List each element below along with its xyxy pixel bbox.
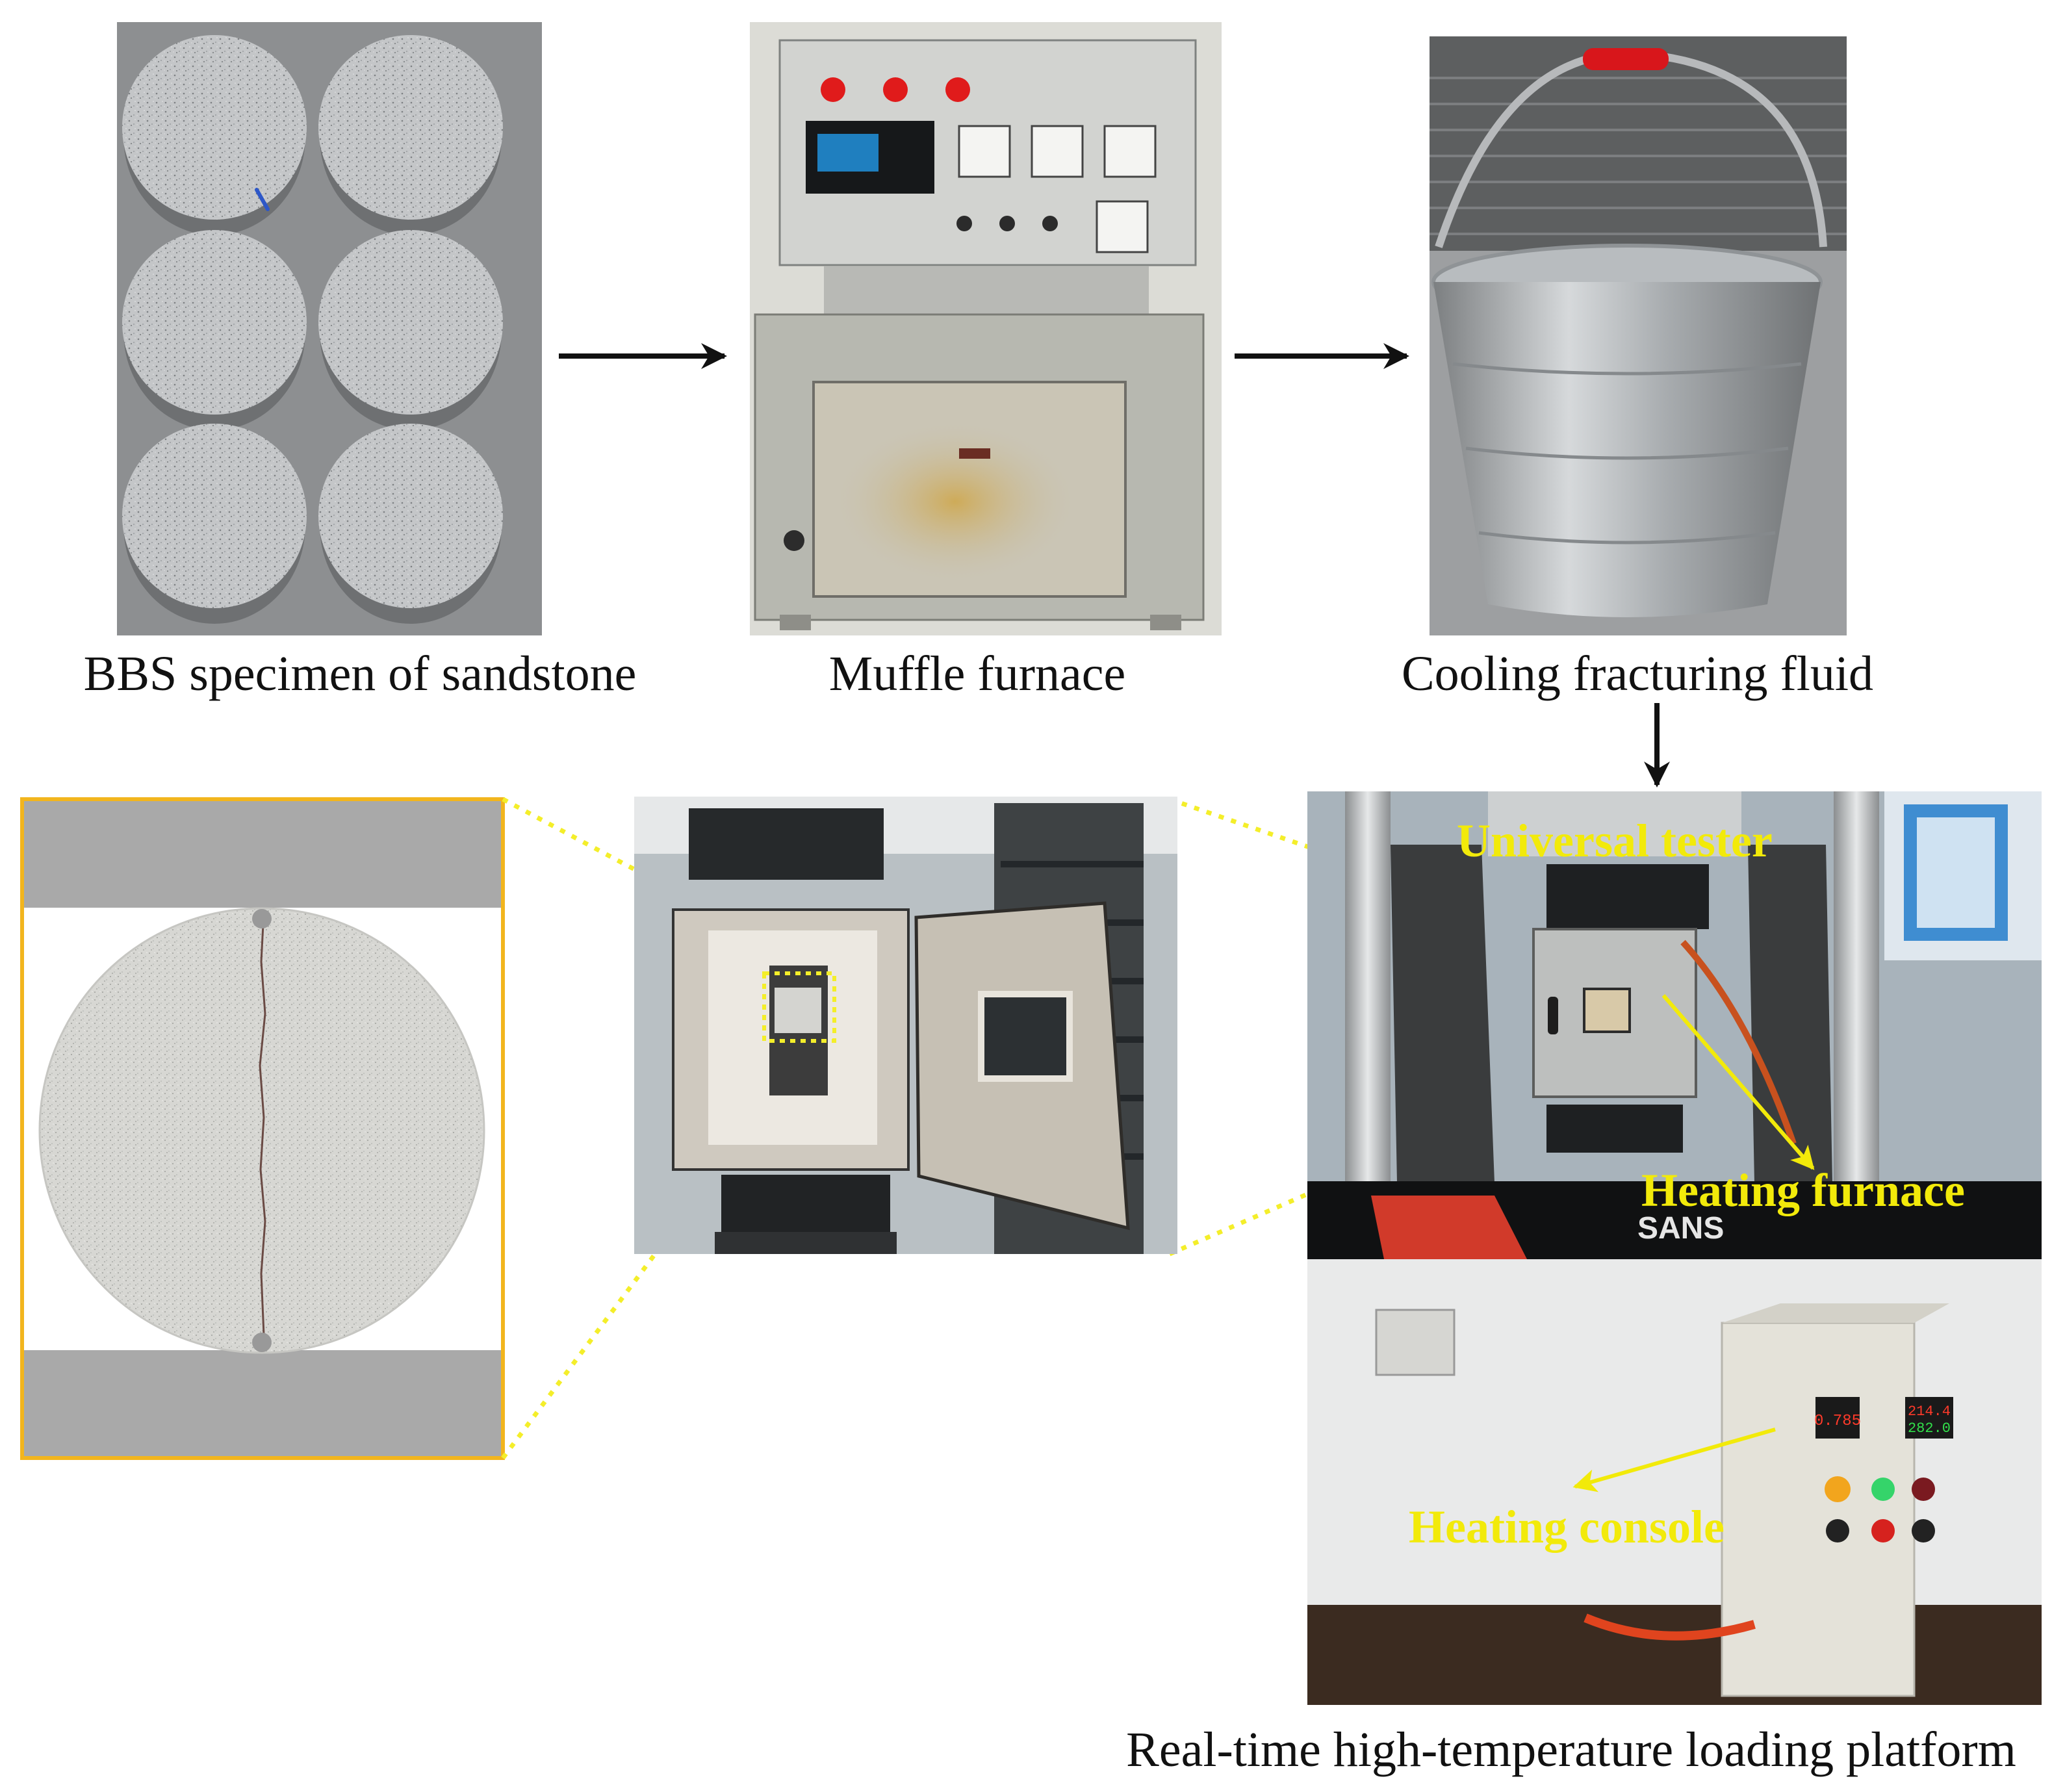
heating-console-label: Heating console <box>1409 1501 1725 1553</box>
universal-tester-label: Universal tester <box>1457 815 1773 867</box>
open-furnace-photo <box>634 797 1177 1254</box>
muffle-furnace-photo <box>750 22 1222 635</box>
cooling-fluid-caption: Cooling fracturing fluid <box>1402 646 1873 701</box>
console-readout-right-bottom: 282.0 <box>1908 1420 1951 1437</box>
specimen-callout <box>20 797 505 1460</box>
loading-platform-photo: SANS 0.785 214.4 282.0 <box>1307 791 2042 1705</box>
heating-furnace-label: Heating furnace <box>1641 1164 1965 1216</box>
heating-console-pointer <box>1572 1427 1776 1492</box>
specimen-photo <box>117 22 542 635</box>
machine-brand: SANS <box>1637 1211 1724 1246</box>
heating-furnace-pointer <box>1661 994 1815 1170</box>
muffle-furnace-caption: Muffle furnace <box>829 646 1125 701</box>
cooling-bucket-photo <box>1430 36 1847 635</box>
specimen-caption: BBS specimen of sandstone <box>84 646 637 701</box>
platform-caption: Real-time high-temperature loading platf… <box>1126 1722 2016 1777</box>
console-readout-right-top: 214.4 <box>1908 1403 1951 1420</box>
console-readout-left: 0.785 <box>1814 1413 1861 1430</box>
